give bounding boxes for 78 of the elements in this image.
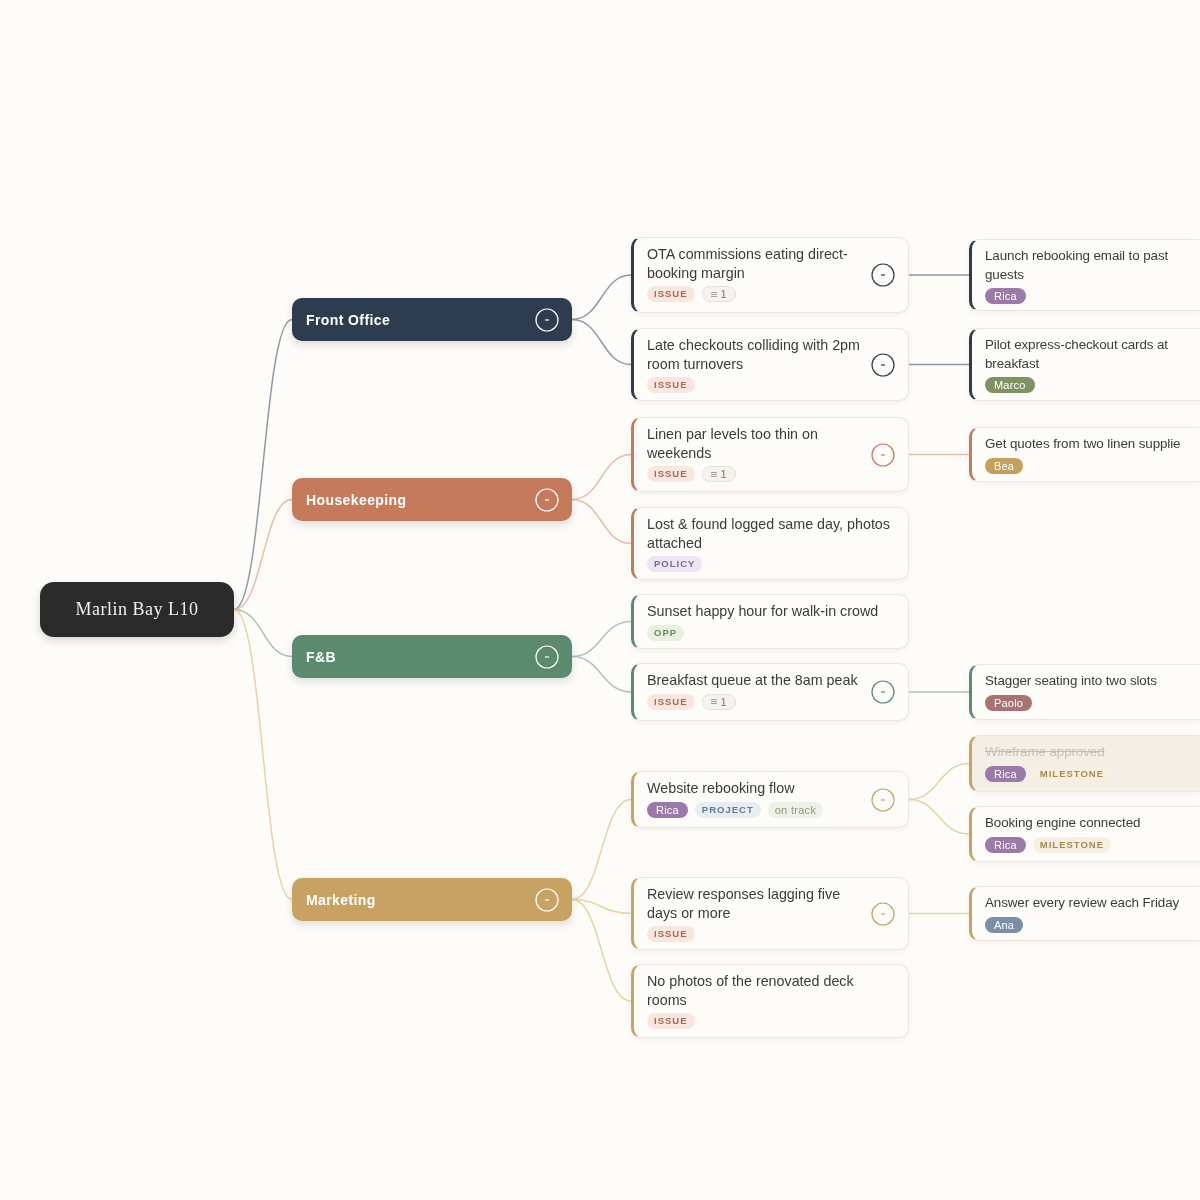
branch-title: Marketing <box>306 891 376 908</box>
connector <box>571 498 632 545</box>
assignee-tag: Rica <box>985 836 1026 853</box>
assignee-tag: Rica <box>985 288 1026 304</box>
connector <box>908 912 970 915</box>
status-tag: on track <box>767 801 824 818</box>
assignee-tag: Marco <box>985 377 1035 393</box>
project-tag: PROJECT <box>694 801 761 818</box>
topic-card <box>631 417 909 492</box>
assignee-tag: Rica <box>985 765 1026 782</box>
topic-card <box>969 664 1200 720</box>
count-number: 1 <box>720 695 727 708</box>
connector <box>908 798 970 835</box>
card-title: Sunset happy hour for walk-in crowd <box>647 602 880 621</box>
topic-card <box>969 806 1200 862</box>
assignee-tag: Paolo <box>985 694 1033 711</box>
connector <box>908 274 970 276</box>
branch-node <box>292 878 572 921</box>
card-title: Stagger seating into two slots <box>985 672 1158 690</box>
card-title: Get quotes from two linen supplie <box>985 435 1182 453</box>
connector <box>233 608 293 901</box>
card-title: Lost & found logged same day, photos attached <box>647 515 891 552</box>
topic-card <box>631 594 909 649</box>
card-title: Breakfast queue at the 8am peak <box>647 671 859 690</box>
assignee-tag: Ana <box>985 916 1024 933</box>
milestone-tag: MILESTONE <box>1032 836 1112 853</box>
connector <box>908 363 970 366</box>
connector <box>571 898 632 1002</box>
card-title: Linen par levels too thin on weekends <box>647 425 819 462</box>
topic-card <box>969 328 1200 401</box>
topic-card <box>631 507 909 580</box>
card-title: Launch rebooking email to past guests <box>985 247 1170 284</box>
connector <box>571 318 632 366</box>
connector <box>233 318 293 611</box>
policy-tag: POLICY <box>647 556 703 572</box>
card-title: Answer every review each Friday <box>985 894 1181 912</box>
topic-card <box>631 237 909 313</box>
issue-tag: ISSUE <box>647 286 695 302</box>
card-title: Review responses lagging five days or more <box>647 885 842 922</box>
topic-card <box>631 663 909 721</box>
card-title: Pilot express-checkout cards at breakfast <box>985 336 1169 373</box>
root-title: Marlin Bay L10 <box>75 599 199 620</box>
card-title: Booking engine connected <box>985 814 1142 832</box>
card-title: OTA commissions eating direct-booking margin <box>647 245 849 282</box>
opportunity-tag: OPP <box>647 624 685 641</box>
card-title: No photos of the renovated deck rooms <box>647 972 855 1009</box>
count-number: 1 <box>720 468 727 480</box>
branch-node <box>292 478 572 521</box>
connector <box>571 798 632 901</box>
assignee-tag: Rica <box>647 801 688 818</box>
branch-title: Housekeeping <box>306 491 407 508</box>
topic-card <box>631 328 909 401</box>
topic-card <box>631 771 909 828</box>
topic-card <box>631 964 909 1038</box>
card-title: Late checkouts colliding with 2pm room turnovers <box>647 336 861 373</box>
connector <box>908 691 970 693</box>
card-title: Website rebooking flow <box>647 779 796 798</box>
branch-title: Front Office <box>306 311 391 328</box>
issue-tag: ISSUE <box>647 377 695 393</box>
branch-title: F&B <box>306 648 336 665</box>
topic-card <box>969 735 1200 792</box>
issue-tag: ISSUE <box>647 693 695 710</box>
branch-node <box>292 635 572 678</box>
topic-card <box>969 239 1200 311</box>
assignee-tag: Bea <box>985 457 1024 474</box>
milestone-tag: MILESTONE <box>1032 765 1112 782</box>
root-node <box>40 582 234 637</box>
branch-node <box>292 298 572 341</box>
issue-tag: ISSUE <box>647 926 695 942</box>
count-number: 1 <box>720 288 727 300</box>
topic-card <box>969 886 1200 941</box>
topic-card <box>631 877 909 950</box>
connector <box>233 498 293 611</box>
issue-tag: ISSUE <box>647 1013 695 1029</box>
topic-card <box>969 427 1200 482</box>
connector <box>908 453 970 456</box>
issue-tag: ISSUE <box>647 466 695 482</box>
connector <box>571 655 632 693</box>
